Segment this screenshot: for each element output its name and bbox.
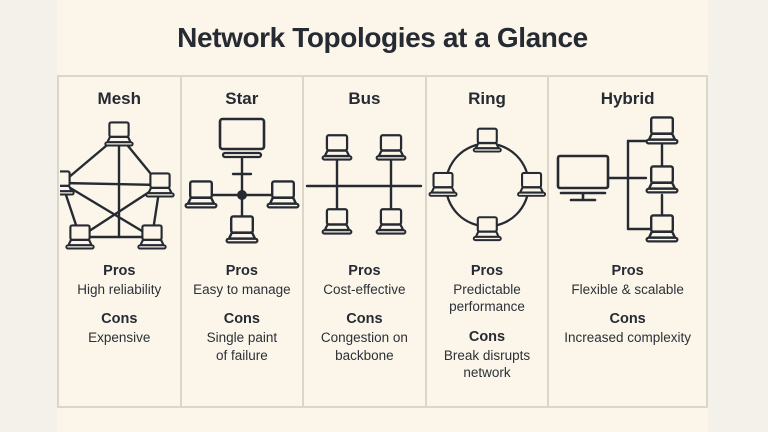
laptop-icon [428, 171, 458, 197]
hybrid-diagram-area [549, 111, 706, 257]
laptop-icon [137, 224, 168, 250]
laptop-icon [472, 127, 502, 153]
pros-text: Cost-effective [323, 282, 406, 297]
laptop-icon [321, 208, 353, 235]
laptop-icon [104, 121, 135, 147]
monitor-icon [218, 117, 266, 159]
laptop-icon [645, 214, 679, 243]
bus-diagram-area [304, 111, 425, 257]
laptop-icon [145, 172, 176, 198]
pros-text: Flexible & scalable [571, 282, 684, 297]
laptop-icon [225, 215, 259, 244]
card-bus: Bus Pros Cost-effecti [302, 77, 425, 406]
laptop-icon [472, 216, 502, 242]
cons-text: Congestion on backbone [320, 330, 408, 363]
card-ring: Ring Pros Predictable performance Cons B… [424, 77, 548, 406]
pros-text: Easy to manage [193, 282, 291, 297]
star-topology-diagram [184, 117, 300, 244]
mesh-diagram-area [59, 111, 180, 257]
column-title: Mesh [97, 89, 142, 108]
laptop-icon [645, 165, 679, 194]
mesh-topology-diagram [60, 121, 176, 250]
card-mesh: Mesh [59, 77, 180, 406]
column-title: Ring [468, 89, 506, 108]
pros-text: Predictable performance [449, 282, 525, 315]
cons-text: Expensive [88, 330, 151, 346]
pros-label: Pros [611, 263, 644, 279]
laptop-icon [266, 180, 300, 209]
card-star: Star Pros [179, 77, 303, 406]
column-title: Star [225, 89, 259, 108]
column-title: Hybrid [600, 89, 655, 108]
cons-text: Single paint of failure [206, 330, 278, 363]
laptop-icon [516, 171, 546, 197]
pros-label: Pros [470, 263, 504, 279]
page-title: Network Topologies at a Glance [177, 21, 588, 53]
cons-text: Break disrupts network [443, 347, 531, 380]
column-title: Bus [348, 89, 381, 108]
cons-label: Cons [468, 328, 506, 345]
hub-node-dot [236, 190, 247, 200]
title-bar: Network Topologies at a Glance [57, 0, 708, 75]
star-diagram-area [182, 111, 303, 257]
bus-topology-diagram [306, 134, 423, 235]
cons-label: Cons [101, 311, 138, 328]
desktop-monitor-icon [556, 154, 609, 202]
cons-label: Cons [609, 311, 646, 328]
card-hybrid: Hybrid [547, 77, 706, 406]
cons-text: Increased complexity [564, 330, 692, 346]
pros-label: Pros [103, 263, 136, 279]
laptop-icon [375, 208, 407, 235]
laptop-icon [65, 224, 96, 250]
laptop-icon [375, 134, 407, 161]
cons-label: Cons [223, 311, 260, 328]
laptop-icon [645, 116, 679, 145]
ring-topology-diagram [428, 127, 546, 242]
pros-text: High reliability [77, 282, 162, 297]
topology-cards: Mesh [57, 75, 708, 408]
cons-label: Cons [346, 311, 383, 328]
infographic-sheet: Network Topologies at a Glance Mesh [57, 0, 708, 432]
ring-diagram-area [427, 111, 548, 257]
pros-label: Pros [348, 263, 381, 279]
laptop-icon [321, 134, 353, 161]
laptop-icon [184, 180, 218, 209]
hybrid-topology-diagram [556, 116, 679, 243]
pros-label: Pros [225, 263, 258, 279]
